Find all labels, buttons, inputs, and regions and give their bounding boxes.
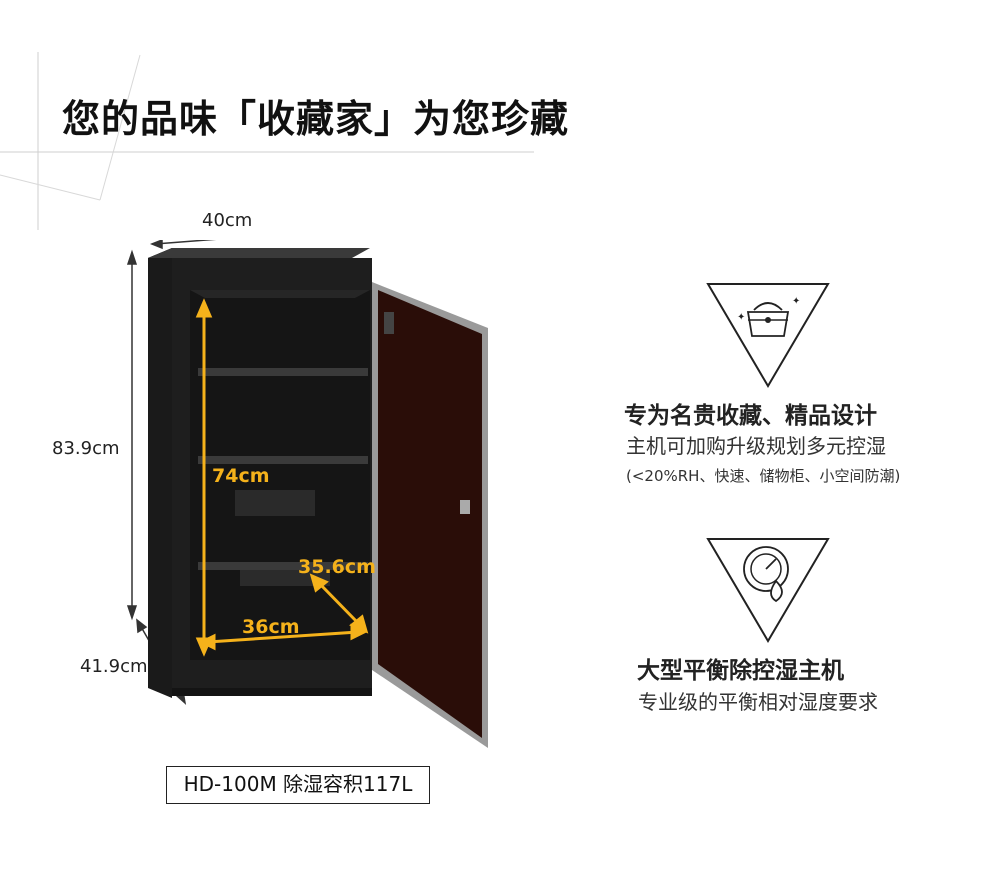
svg-text:✦: ✦ — [792, 296, 800, 307]
feature-2-subtitle: 专业级的平衡相对湿度要求 — [638, 690, 878, 714]
inner-height-label: 74cm — [212, 465, 270, 487]
feature-1-note: (<20%RH、快速、储物柜、小空间防潮) — [626, 467, 901, 485]
feature-1-subtitle: 主机可加购升级规划多元控湿 — [626, 434, 886, 458]
humidity-gauge-icon — [706, 538, 830, 643]
page-title: 您的品味「收藏家」为您珍藏 — [62, 97, 570, 141]
decorative-lines — [0, 52, 534, 230]
feature-2-title: 大型平衡除控湿主机 — [637, 658, 844, 684]
inner-width-label: 36cm — [242, 616, 300, 638]
inner-depth-label: 35.6cm — [298, 556, 376, 578]
width-label: 40cm — [202, 210, 253, 231]
depth-label: 41.9cm — [80, 656, 148, 677]
svg-text:✦: ✦ — [737, 312, 745, 323]
feature-1-title: 专为名贵收藏、精品设计 — [624, 403, 877, 429]
height-label: 83.9cm — [52, 438, 120, 459]
model-label: HD-100M 除湿容积117L — [166, 766, 430, 804]
handbag-sparkle-icon: ✦ ✦ — [706, 283, 830, 388]
dry-cabinet-illustration — [126, 240, 488, 748]
